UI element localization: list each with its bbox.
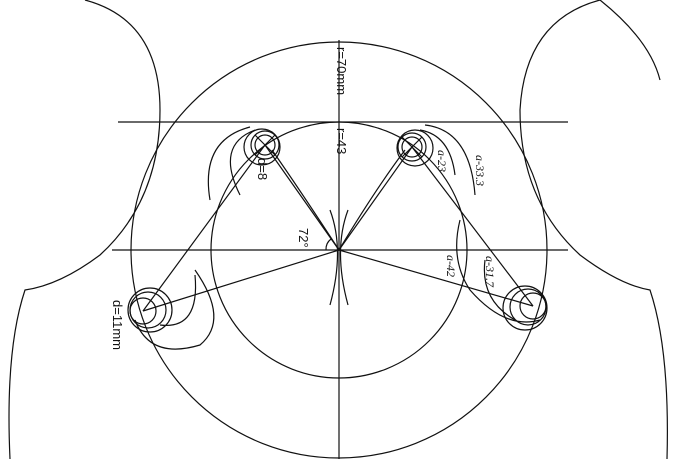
outer-profile-right-top — [599, 0, 661, 81]
outer-profile-right — [519, 0, 668, 459]
center-arc-left — [329, 209, 339, 306]
angle-arc — [325, 238, 332, 251]
dimension-a-23: a-23 — [435, 150, 449, 172]
large-hole-diameter-label: d=11mm — [110, 300, 125, 350]
small-hole-diameter-label: d=8 — [255, 158, 270, 180]
dimension-a-33-3: a-33.3 — [473, 155, 487, 186]
outer-profile-left — [8, 0, 161, 459]
outer-radius-label: r=70mm — [334, 47, 349, 95]
radial-lines — [142, 144, 534, 312]
hole-lower-right — [456, 219, 548, 331]
angle-label: 72° — [296, 228, 311, 248]
hole-lower-left — [127, 269, 215, 350]
center-arc-right — [339, 209, 349, 306]
inner-radius-label: r=43 — [334, 128, 349, 154]
hole-upper-left — [207, 126, 281, 201]
dimension-a-42: a-42 — [444, 255, 458, 277]
hole-upper-right — [396, 124, 476, 196]
dimension-a-31-7: a-31.7 — [483, 256, 497, 288]
